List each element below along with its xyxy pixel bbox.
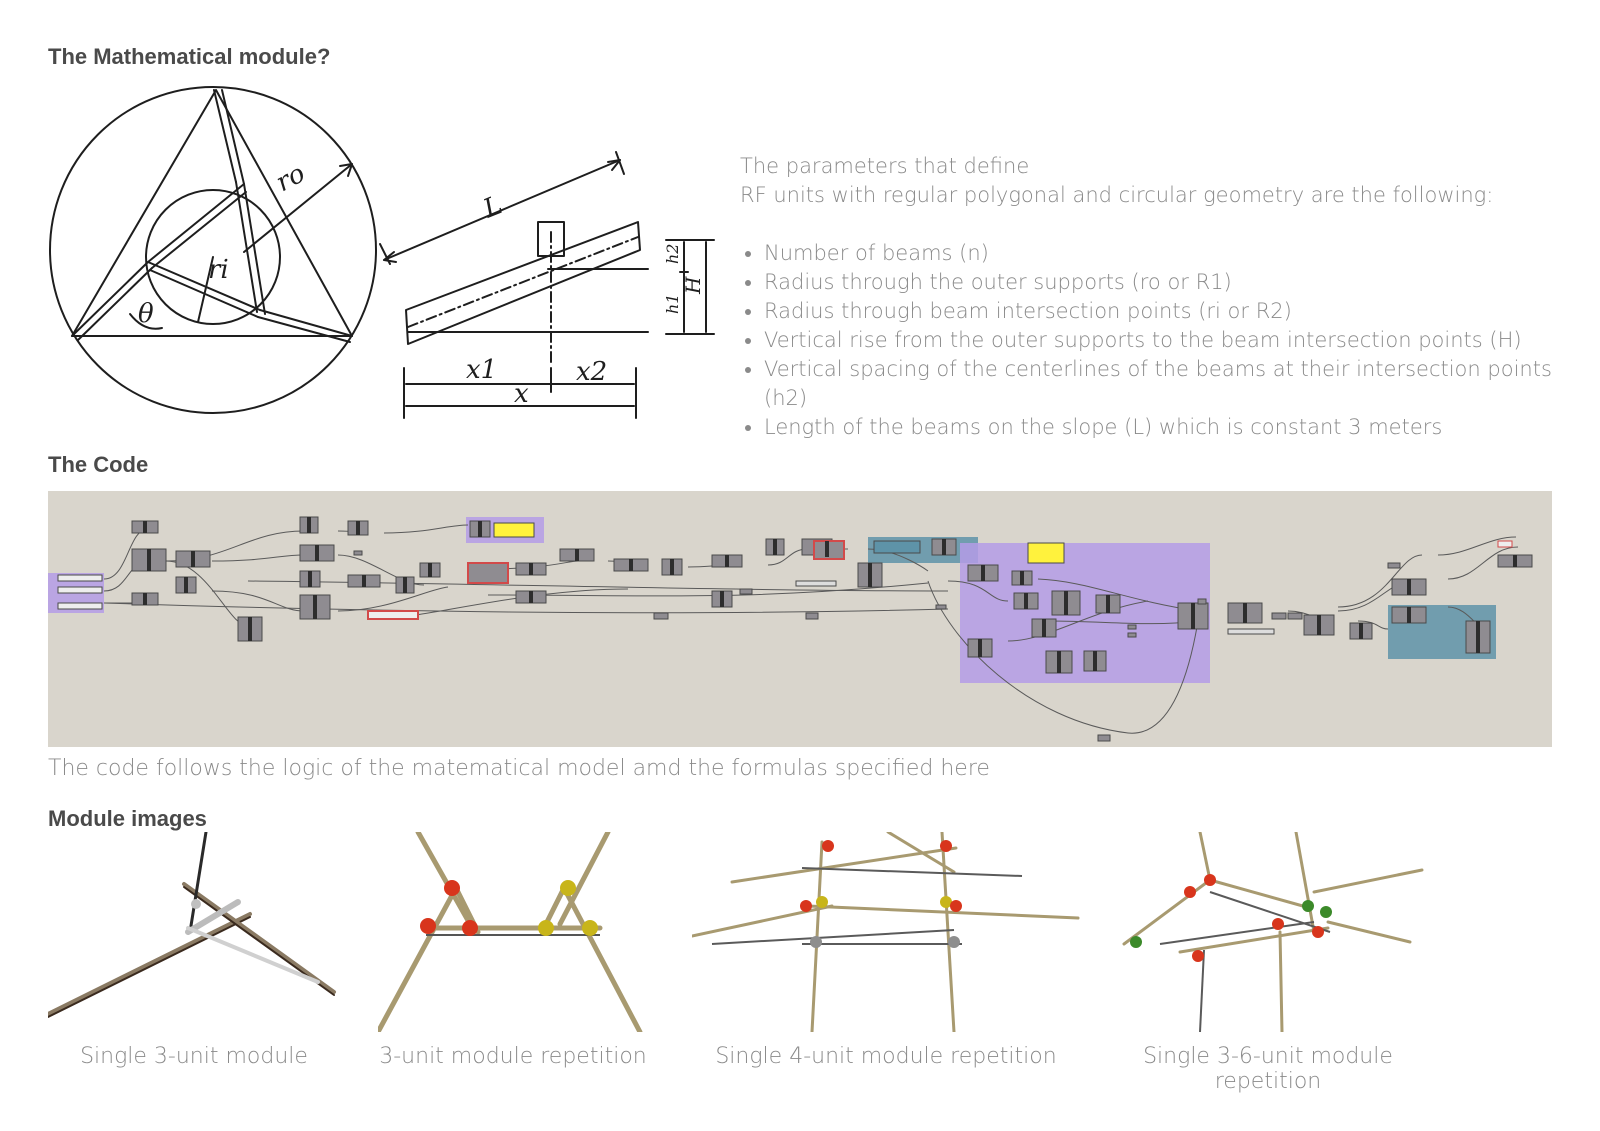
label-ro: ro — [271, 159, 310, 199]
outer-circle — [49, 86, 377, 414]
joint-yellow — [560, 880, 576, 896]
module-caption-4: Single 3-6-unit module repetition — [1143, 1044, 1393, 1094]
params-list: Number of beams (n) Radius through the o… — [740, 239, 1580, 442]
label-x: x — [514, 379, 529, 409]
code-canvas — [48, 491, 1552, 747]
joint-red — [1312, 926, 1324, 938]
joint-red — [1272, 918, 1284, 930]
joint-yellow — [582, 920, 598, 936]
joint-red — [420, 918, 436, 934]
module-image-4 — [1122, 832, 1424, 1032]
param-item: Vertical rise from the outer supports to… — [764, 326, 1580, 355]
math-sketch: ro ri θ L H h1 h2 x1 x x2 — [49, 86, 715, 419]
label-x2: x2 — [576, 357, 607, 387]
joint-red — [940, 840, 952, 852]
joint-gray — [948, 936, 960, 948]
label-L: L — [478, 190, 506, 225]
label-h1: h1 — [663, 294, 682, 314]
yellow-panel — [1027, 542, 1065, 564]
param-item: Length of the beams on the slope (L) whi… — [764, 413, 1580, 442]
joint-yellow — [816, 896, 828, 908]
joint-red — [1184, 886, 1196, 898]
inner-circle — [145, 189, 281, 325]
support-triangle — [71, 89, 353, 337]
joint-red — [1192, 950, 1204, 962]
param-item: Radius through the outer supports (ro or… — [764, 268, 1580, 297]
joint-red — [444, 880, 460, 896]
joint-red — [462, 920, 478, 936]
label-H: H — [681, 276, 705, 295]
label-ri: ri — [208, 255, 229, 285]
params-intro-line1: The parameters that define — [740, 154, 1030, 178]
warning-component — [367, 610, 419, 620]
joint-green — [1302, 900, 1314, 912]
warning-component — [467, 562, 509, 584]
yellow-panel — [493, 522, 535, 538]
label-theta: θ — [138, 299, 154, 329]
joint-red — [1204, 874, 1216, 886]
joint-green — [1320, 906, 1332, 918]
joint-gray — [810, 936, 822, 948]
joint-red — [800, 900, 812, 912]
grasshopper-component — [873, 540, 921, 554]
param-item: Radius through beam intersection points … — [764, 297, 1580, 326]
images-section-title: Module images — [48, 806, 207, 831]
module-image-2 — [378, 832, 643, 1032]
joint-red — [822, 840, 834, 852]
param-item: Number of beams (n) — [764, 239, 1580, 268]
module-image-3 — [692, 832, 1080, 1032]
module-image-1 — [48, 832, 336, 1018]
label-x1: x1 — [466, 355, 497, 385]
module-caption-1: Single 3-unit module — [80, 1044, 308, 1069]
node-graph — [48, 516, 1533, 742]
parameters-text: The parameters that define RF units with… — [740, 152, 1580, 442]
code-section-title: The Code — [48, 452, 149, 477]
label-h2: h2 — [663, 244, 682, 264]
param-item: Vertical spacing of the centerlines of t… — [764, 355, 1580, 413]
params-intro-line2: RF units with regular polygonal and circ… — [740, 183, 1494, 207]
code-caption: The code follows the logic of the matema… — [48, 756, 990, 781]
joint-yellow — [940, 896, 952, 908]
warning-component — [1497, 540, 1513, 548]
joint-yellow — [538, 920, 554, 936]
joint-red — [950, 900, 962, 912]
module-caption-2: 3-unit module repetition — [379, 1044, 647, 1069]
math-section-title: The Mathematical module? — [48, 44, 331, 69]
joint-green — [1130, 936, 1142, 948]
module-caption-3: Single 4-unit module repetition — [715, 1044, 1057, 1069]
